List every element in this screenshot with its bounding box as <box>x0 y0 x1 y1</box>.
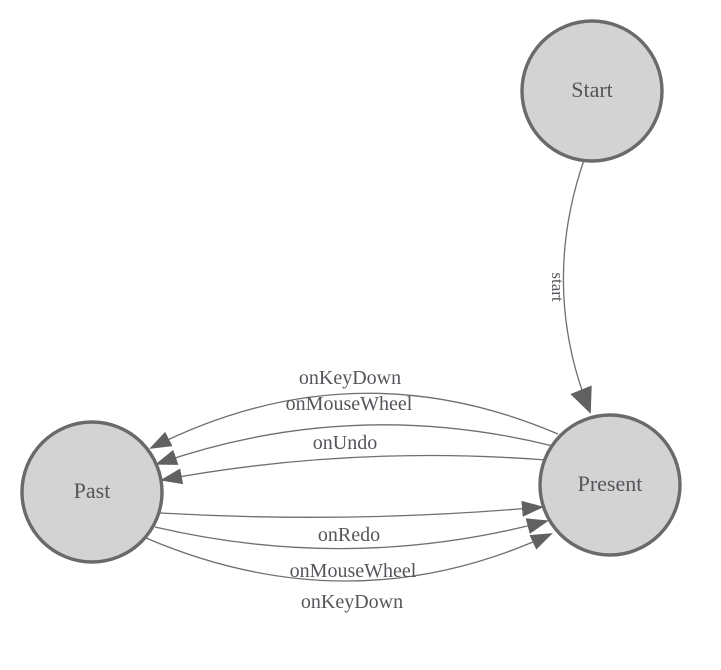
edge-present-to-past-onundo <box>160 454 547 485</box>
node-start-label: Start <box>571 77 613 102</box>
edge-label-onundo: onUndo <box>313 432 377 454</box>
edge-present-to-past-onmousewheel <box>155 424 554 465</box>
node-present-label: Present <box>578 471 643 496</box>
edge-label-onredo: onRedo <box>318 524 380 546</box>
node-present-circle[interactable] <box>538 413 682 557</box>
edge-label-onmousewheel-top: onMouseWheel <box>286 393 413 415</box>
node-past-label: Past <box>74 478 111 503</box>
node-present[interactable]: Present <box>538 413 682 557</box>
edge-label-start: start <box>548 272 567 302</box>
edge-group <box>145 159 592 582</box>
edge-label-onmousewheel-bottom: onMouseWheel <box>290 560 417 582</box>
node-past-circle[interactable] <box>20 420 164 564</box>
edge-start-to-present <box>562 159 592 414</box>
node-past[interactable]: Past <box>20 420 164 564</box>
edge-label-onkeydown-bottom: onKeyDown <box>301 591 403 613</box>
edge-present-to-past-onkeydown <box>149 392 559 449</box>
edge-past-to-present-onmousewheel <box>154 518 549 550</box>
edge-past-to-present-onredo <box>159 500 544 518</box>
edge-past-to-present-onkeydown <box>145 533 553 582</box>
node-start-circle[interactable] <box>520 19 664 163</box>
edge-label-group: start onKeyDown onMouseWheel onUndo onRe… <box>286 272 567 613</box>
node-start[interactable]: Start <box>520 19 664 163</box>
edge-label-onkeydown-top: onKeyDown <box>299 367 401 389</box>
